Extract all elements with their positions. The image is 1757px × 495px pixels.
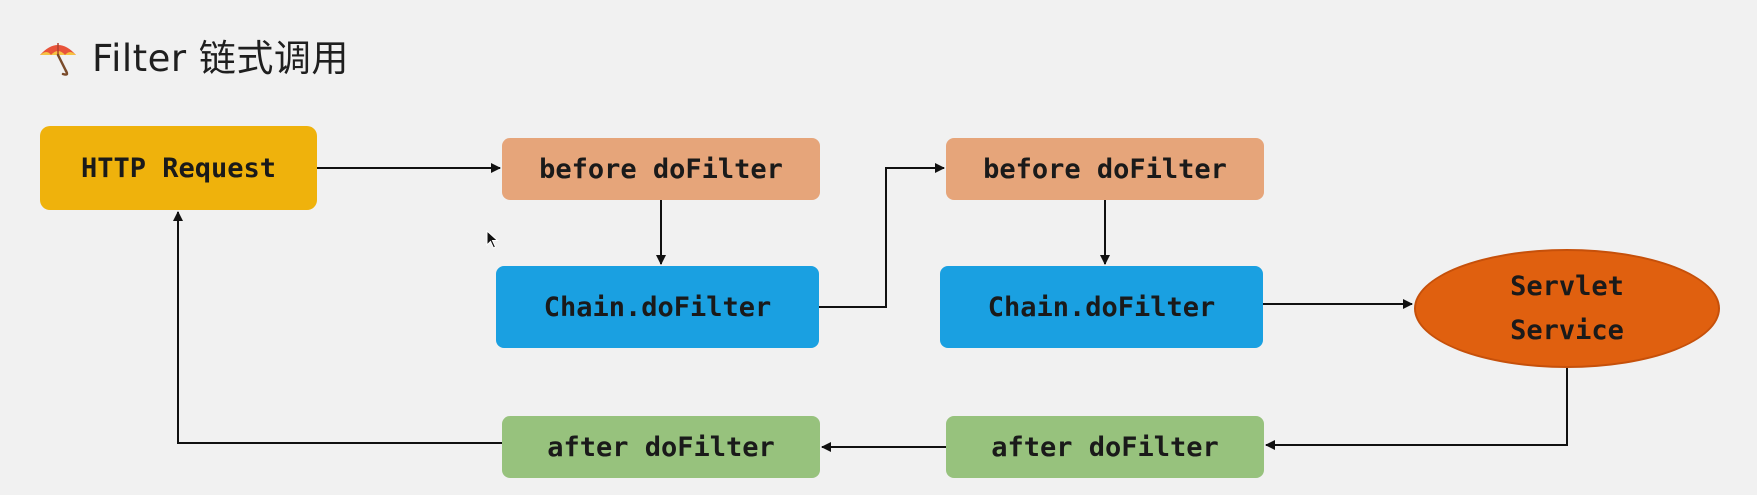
page-title: Filter 链式调用 <box>92 37 349 80</box>
chain-dofilter-label-2: Chain.doFilter <box>987 291 1216 323</box>
chain-dofilter-node-2: Chain.doFilter <box>940 266 1263 348</box>
before-dofilter-label-2: before doFilter <box>983 153 1227 185</box>
servlet-service-node: Servlet Service <box>1414 249 1720 368</box>
after-dofilter-label-1: after doFilter <box>547 431 775 463</box>
arrow-after-1-to-request <box>173 211 502 444</box>
before-dofilter-node-2: before doFilter <box>946 138 1264 200</box>
after-dofilter-label-2: after doFilter <box>991 431 1219 463</box>
before-dofilter-label-1: before doFilter <box>539 153 783 185</box>
arrow-servlet-to-after-2 <box>1265 368 1568 450</box>
arrow-chain-1-to-before-2 <box>819 163 945 308</box>
mouse-cursor-icon <box>486 230 499 249</box>
http-request-node: HTTP Request <box>40 126 317 210</box>
after-dofilter-node-1: after doFilter <box>502 416 820 478</box>
chain-dofilter-label-1: Chain.doFilter <box>543 291 772 323</box>
after-dofilter-node-2: after doFilter <box>946 416 1264 478</box>
http-request-label: HTTP Request <box>80 152 277 184</box>
before-dofilter-node-1: before doFilter <box>502 138 820 200</box>
slide-title: Filter 链式调用 <box>36 28 349 82</box>
chain-dofilter-node-1: Chain.doFilter <box>496 266 819 348</box>
umbrella-icon <box>40 43 76 76</box>
servlet-label-line-1: Servlet <box>1510 270 1624 302</box>
servlet-label-line-2: Service <box>1510 314 1624 346</box>
